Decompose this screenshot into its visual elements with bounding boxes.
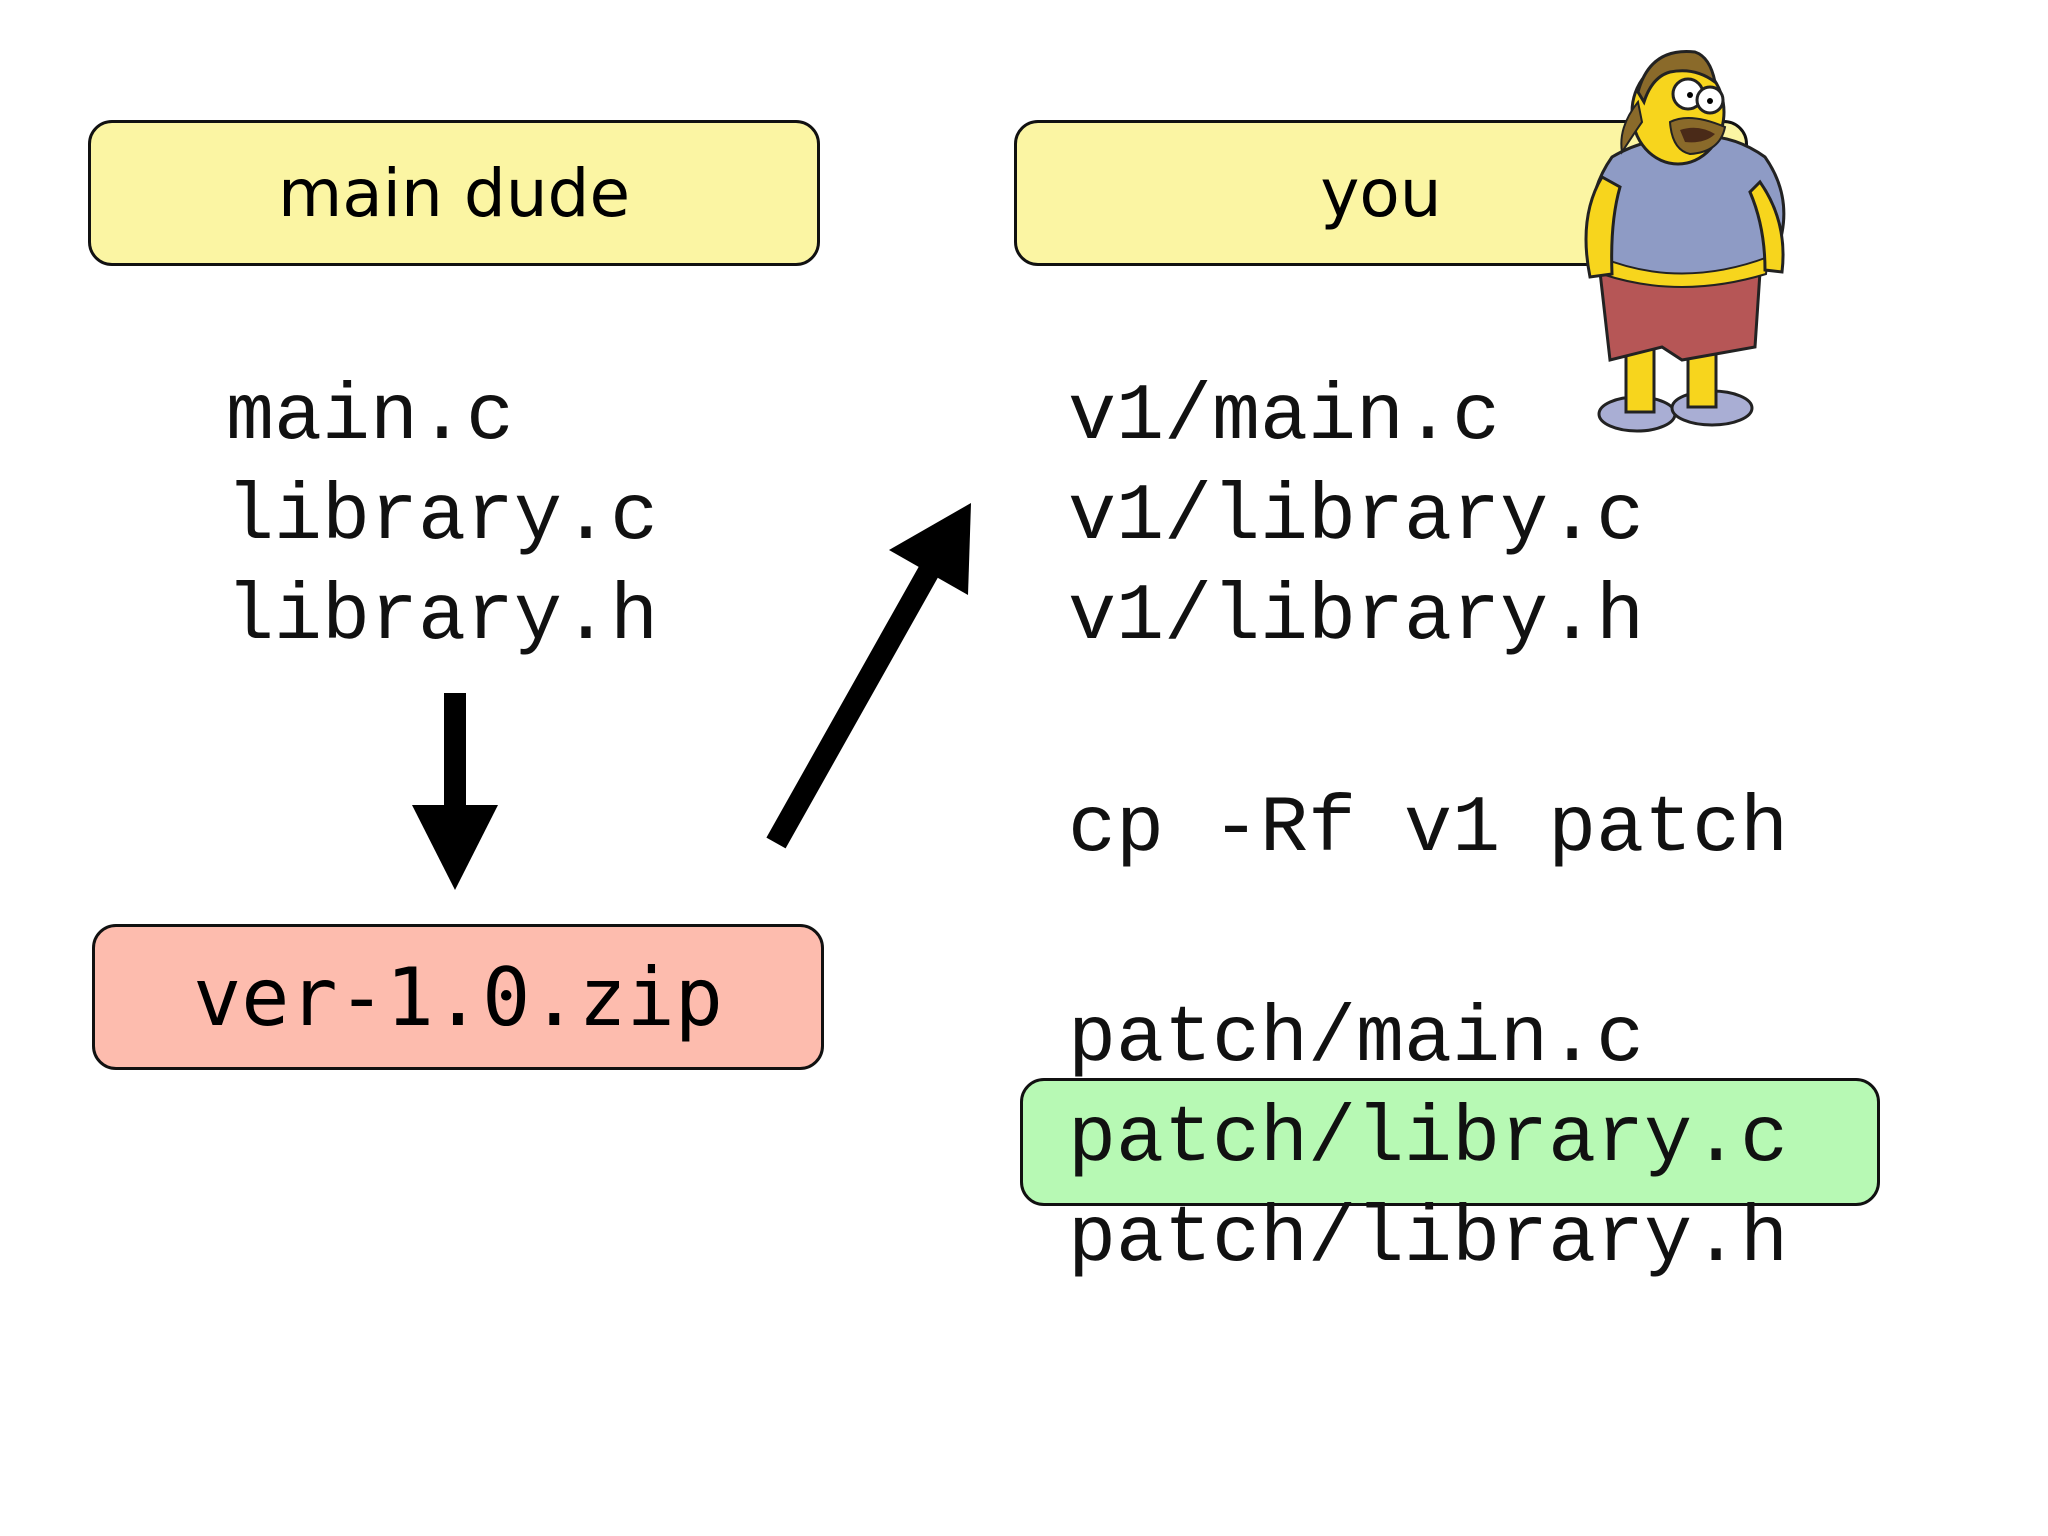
archive-box: ver-1.0.zip bbox=[92, 924, 824, 1070]
v1-file-main: v1/main.c bbox=[1068, 372, 1501, 463]
source-file-main: main.c bbox=[226, 372, 515, 463]
comic-book-guy-illustration bbox=[1584, 50, 1786, 433]
main-dude-label: main dude bbox=[88, 120, 820, 266]
main-dude-text: main dude bbox=[277, 154, 631, 232]
archive-name: ver-1.0.zip bbox=[193, 950, 723, 1044]
patch-file-library-c: patch/library.c bbox=[1068, 1094, 1789, 1185]
source-file-library-c: library.c bbox=[226, 472, 659, 563]
copy-command: cp -Rf v1 patch bbox=[1068, 784, 1789, 875]
patch-file-library-h: patch/library.h bbox=[1068, 1194, 1789, 1285]
source-file-library-h: library.h bbox=[226, 572, 659, 663]
v1-file-library-c: v1/library.c bbox=[1068, 472, 1645, 563]
patch-file-main: patch/main.c bbox=[1068, 994, 1645, 1085]
highlight-box bbox=[1020, 1078, 1880, 1206]
v1-file-library-h: v1/library.h bbox=[1068, 572, 1645, 663]
you-text: you bbox=[1320, 154, 1442, 232]
